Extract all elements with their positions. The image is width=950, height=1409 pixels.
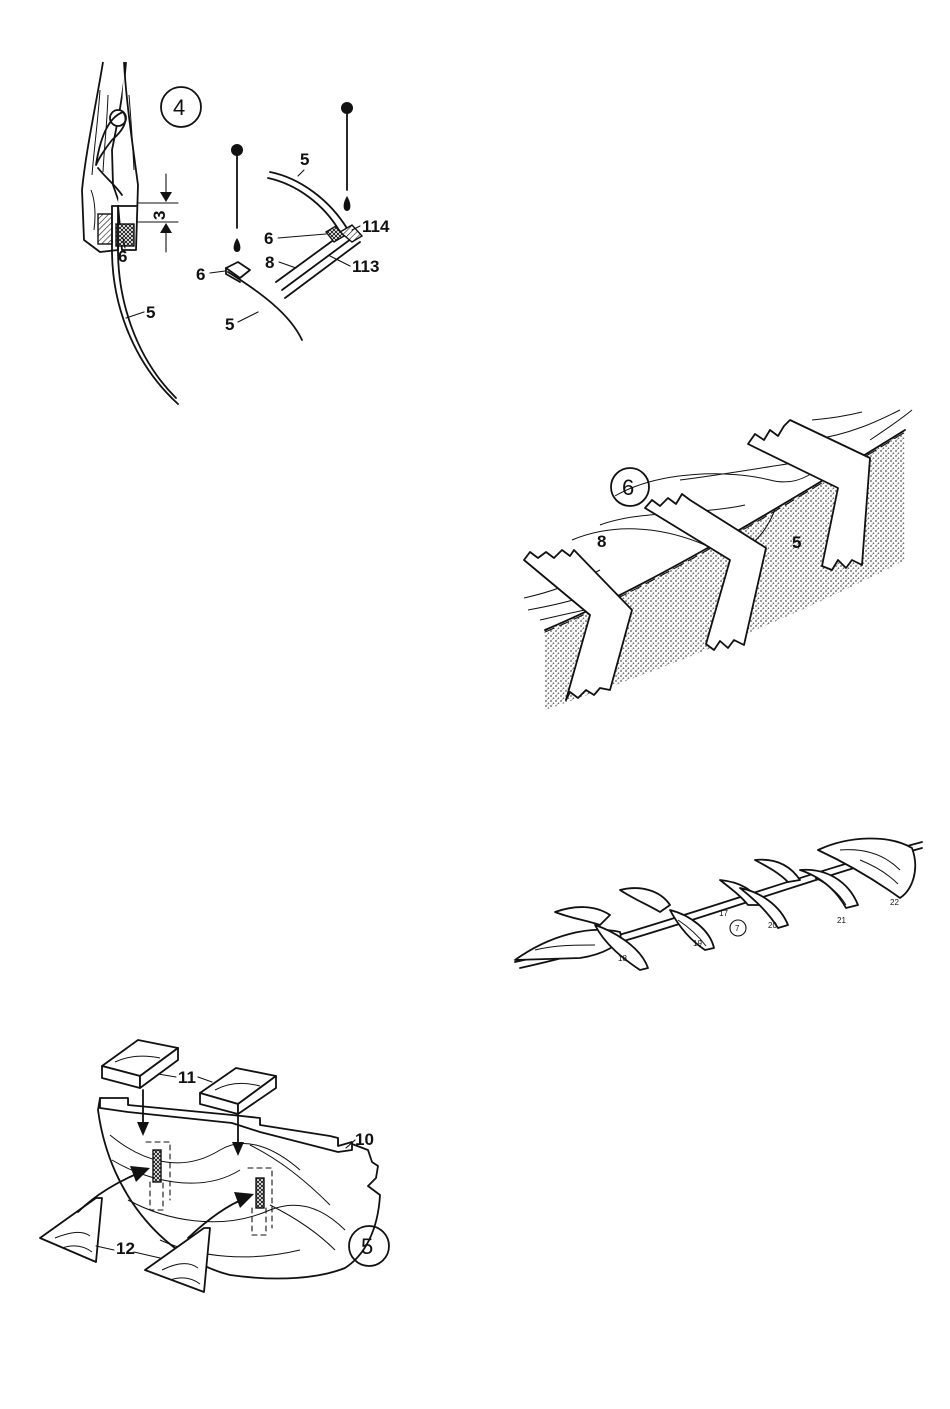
label-6: 6 xyxy=(118,247,127,266)
part-label: 6 xyxy=(264,229,273,248)
figure-5: 11 10 12 5 xyxy=(40,1040,389,1292)
part-label: 19 xyxy=(693,939,702,948)
part-label: 20 xyxy=(768,921,777,930)
part-label: 113 xyxy=(352,257,379,276)
part-label: 12 xyxy=(116,1239,135,1258)
part-label: 6 xyxy=(622,475,634,500)
frame-17 xyxy=(620,880,760,912)
part-label: 8 xyxy=(265,253,274,272)
pin-right xyxy=(341,102,353,211)
figure-4: 3 6 5 4 6 5 5 xyxy=(82,62,390,404)
part-label: 21 xyxy=(837,916,846,925)
part-label: 3 xyxy=(150,211,169,220)
part-label: 5 xyxy=(225,315,234,334)
knee-12-left xyxy=(40,1198,102,1262)
pin-left xyxy=(231,144,243,252)
part-label: 17 xyxy=(719,909,728,918)
block-11-left xyxy=(102,1040,178,1088)
part-label: 10 xyxy=(355,1130,374,1149)
part-label: 5 xyxy=(792,533,801,552)
part-label: 8 xyxy=(597,532,606,551)
block-11-right xyxy=(200,1068,276,1114)
figure-number: 4 xyxy=(173,95,185,120)
part-label: 5 xyxy=(361,1234,373,1259)
part-label: 7 xyxy=(735,924,740,933)
part-label: 6 xyxy=(196,265,205,284)
part-label: 5 xyxy=(300,150,309,169)
clothes-peg xyxy=(82,62,138,252)
part-label: 114 xyxy=(362,217,390,236)
label-5: 5 xyxy=(146,303,155,322)
figure-6: 6 8 5 xyxy=(524,410,912,710)
part-label: 11 xyxy=(178,1068,196,1087)
dimension-3: 3 xyxy=(138,174,178,252)
part-label: 22 xyxy=(890,898,899,907)
part-label: 18 xyxy=(618,954,627,963)
figure-7: 7 18 19 17 20 21 22 xyxy=(515,838,922,970)
